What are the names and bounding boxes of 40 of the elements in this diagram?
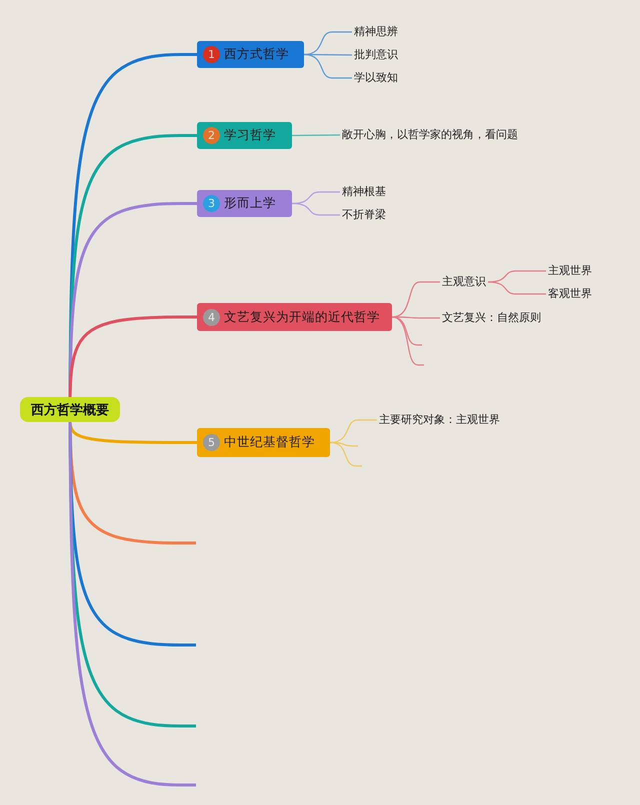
subtopic-text: 批判意识 [352, 48, 400, 62]
number-badge: 4 [203, 308, 220, 326]
central-topic: 西方哲学概要 [20, 397, 120, 422]
topic-label: 西方式哲学 [224, 46, 289, 63]
subtopic-text: 主观意识 [440, 275, 488, 289]
topic-box [197, 190, 292, 217]
number-badge: 3 [203, 195, 220, 212]
subtopic-text: 精神根基 [340, 185, 388, 199]
subtopic-text: 精神思辨 [352, 25, 400, 39]
subtopic-text: 不折脊梁 [340, 208, 388, 222]
topic-box [197, 303, 392, 331]
topic-label: 中世纪基督哲学 [224, 434, 315, 451]
branch-line [304, 31, 352, 56]
topic-box [197, 428, 330, 457]
topic-label: 学习哲学 [224, 127, 276, 144]
topic-label: 形而上学 [224, 195, 276, 212]
subtopic-text: 主要研究对象：主观世界 [377, 413, 502, 427]
subtopic-text: 敞开心胸，以哲学家的视角，看问题 [340, 128, 520, 142]
branch-line [68, 420, 198, 444]
subtopic-text: 主观世界 [546, 264, 594, 278]
subtopic-text: 文艺复兴：自然原则 [440, 311, 543, 325]
number-badge: 1 [203, 46, 220, 63]
number-badge: 5 [203, 434, 220, 451]
subtopic-text: 客观世界 [546, 287, 594, 301]
branch-line [292, 202, 340, 216]
branch-line [392, 316, 424, 366]
branch-line [392, 316, 422, 346]
topic-box [197, 122, 292, 149]
topic-box [197, 41, 304, 68]
topic-label: 文艺复兴为开端的近代哲学 [224, 308, 380, 326]
branch-line [488, 281, 546, 295]
branch-line [392, 281, 440, 318]
number-badge: 2 [203, 127, 220, 144]
branch-line [330, 419, 377, 444]
branch-line [68, 420, 198, 786]
branch-line [292, 134, 340, 136]
branch-line [304, 54, 352, 79]
branch-line [330, 442, 362, 467]
branch-line [68, 316, 198, 398]
subtopic-text: 学以致知 [352, 71, 400, 85]
